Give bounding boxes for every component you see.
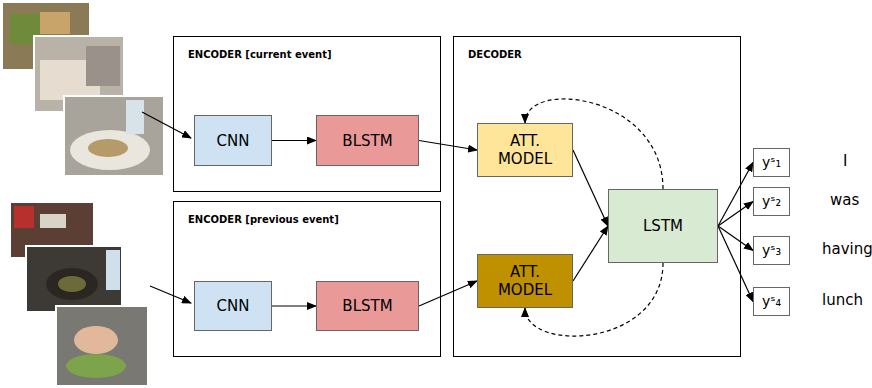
output-box: yˢ₄	[753, 287, 790, 316]
encoder-panel: ENCODER [current event] CNN BLSTM	[173, 36, 441, 192]
lstm-box: LSTM	[608, 189, 718, 263]
panel-title: ENCODER [previous event]	[188, 214, 339, 225]
input-arrow	[150, 286, 191, 303]
photo-stack-current	[2, 2, 164, 176]
panel-title: ENCODER [current event]	[188, 49, 332, 60]
output-word: lunch	[822, 291, 863, 309]
cnn-box: CNN	[194, 115, 272, 166]
box-label: CNN	[217, 132, 250, 150]
panel-title: DECODER	[468, 49, 522, 60]
decoder-panel: DECODER ATT. MODEL ATT. MODEL LSTM	[453, 36, 741, 357]
flow-arrow	[419, 141, 477, 151]
flow-arrow	[718, 202, 753, 227]
flow-arrow	[272, 305, 316, 306]
output-box: yˢ₃	[753, 236, 790, 265]
output-word: having	[822, 240, 872, 258]
box-label: LSTM	[643, 217, 683, 235]
box-label: yˢ₁	[762, 154, 781, 171]
box-label: BLSTM	[342, 132, 392, 150]
output-word: was	[830, 191, 859, 209]
box-label: CNN	[217, 297, 250, 315]
box-label: yˢ₃	[762, 242, 781, 259]
flow-arrow	[718, 226, 753, 302]
flow-arrow	[718, 163, 753, 227]
cnn-box: CNN	[194, 281, 272, 331]
flow-arrow	[573, 150, 608, 226]
output-word: I	[843, 152, 847, 170]
box-label: yˢ₄	[762, 293, 781, 310]
box-label: yˢ₂	[762, 193, 781, 210]
flow-arrow	[419, 281, 477, 306]
output-box: yˢ₂	[753, 187, 790, 216]
photo-stack-previous	[10, 202, 148, 386]
blstm-box: BLSTM	[316, 115, 419, 166]
blstm-box: BLSTM	[316, 281, 419, 331]
attention-box: ATT. MODEL	[477, 254, 573, 308]
flow-arrow	[272, 140, 316, 141]
box-label: BLSTM	[342, 297, 392, 315]
attention-box: ATT. MODEL	[477, 123, 573, 177]
encoder-panel: ENCODER [previous event] CNN BLSTM	[173, 201, 441, 357]
box-label: ATT. MODEL	[493, 263, 557, 299]
output-box: yˢ₁	[753, 148, 790, 177]
flow-arrow	[573, 226, 608, 281]
box-label: ATT. MODEL	[493, 132, 557, 168]
input-arrow	[142, 112, 191, 138]
